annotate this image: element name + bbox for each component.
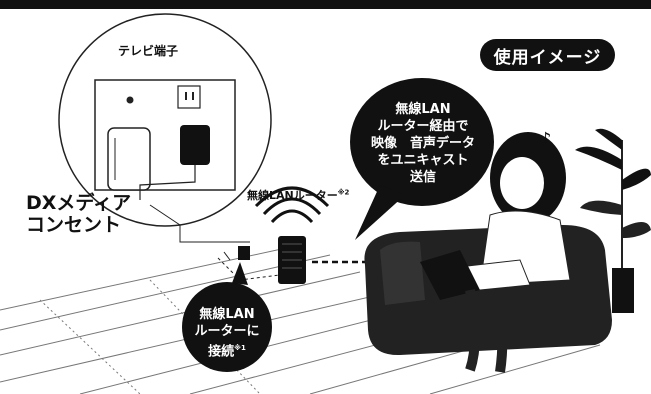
power-adapter-icon [139,125,210,200]
router-icon [278,236,306,284]
speech-bubble-large [350,78,494,240]
router-label: 無線LANルーター※2 [247,187,349,203]
dx-label-line2: コンセント [26,214,122,236]
leader-line [149,204,250,243]
small-bubble-line3-wrap: 接続※1 [186,340,268,360]
small-bubble-text: 無線LAN ルーターに 接続※1 [186,306,268,360]
tablet-icon [420,250,480,300]
router-note: ※2 [337,188,350,197]
woman-figure [420,132,571,373]
large-bubble-line5: 送信 [409,170,436,185]
top-bar [0,0,651,9]
tv-terminal-label: テレビ端子 [118,44,179,58]
small-bubble-line2: ルーターに [194,324,260,339]
large-bubble-line2: ルーター経由で [377,119,469,134]
wifi-icon [254,186,330,224]
large-bubble-line3: 映像 音声データ [370,136,475,151]
small-bubble-line1: 無線LAN [199,307,255,322]
router-label-text: 無線LANルーター [247,189,338,202]
large-bubble-line1: 無線LAN [395,102,451,117]
dx-media-outlet-label: DXメディア コンセント [26,192,131,236]
small-bubble-note: ※1 [234,344,246,352]
large-bubble-line4: をユニキャスト [377,153,469,168]
large-bubble-text: 無線LAN ルーター経由で 映像 音声データ をユニキャスト 送信 [356,101,490,186]
music-note-icon: ♪ [540,129,552,150]
small-bubble-line3: 接続 [208,344,235,360]
dx-label-line1: DXメディア [26,192,132,214]
dx-media-outlet-icon [107,127,151,191]
speech-bubble-small [182,262,272,372]
usage-image-badge: 使用イメージ [480,39,615,71]
plant-icon [575,128,651,313]
